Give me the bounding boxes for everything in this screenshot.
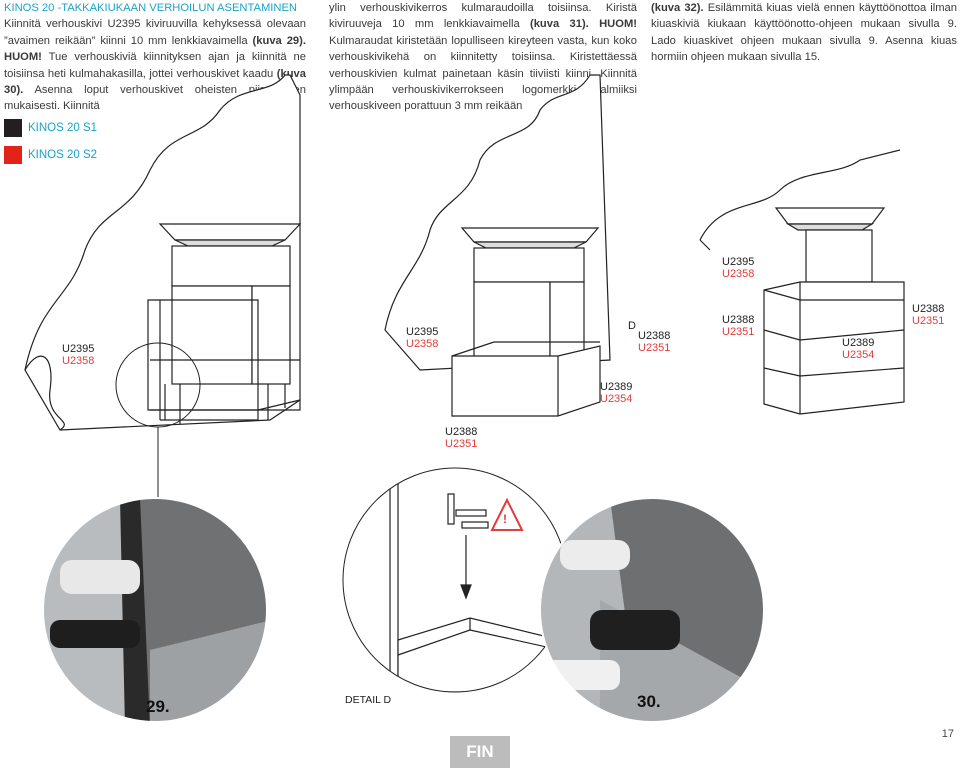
col1-text-b: Tue verhouskiviä kiinnityksen ajan ja ki… (4, 51, 306, 80)
legend-swatch-black (4, 119, 22, 137)
figure-3-stove-full-cladding (699, 149, 905, 415)
legend-item-s2: KINOS 20 S2 (4, 146, 97, 164)
col3-text: Esilämmitä kiuas vielä ennen käyttöönott… (651, 2, 957, 64)
ref-kuva-32: (kuva 32). (651, 2, 704, 14)
section-heading: KINOS 20 -TAKKAKIUKAAN VERHOILUN ASENTAM… (4, 2, 298, 14)
instruction-column-3: (kuva 32). Esilämmitä kiuas vielä ennen … (651, 0, 957, 66)
figure-2-stove-lower-cladding (384, 74, 611, 417)
language-badge: FIN (450, 736, 510, 768)
ref-kuva-31: (kuva 31). (529, 18, 589, 31)
fig2-code4-black: U2388 (445, 426, 478, 438)
fig3-code2-red: U2351 (722, 326, 755, 338)
fig2-code4-red: U2351 (445, 438, 478, 450)
warning-exclamation: ! (503, 512, 507, 526)
legend-label-s1: KINOS 20 S1 (28, 122, 98, 134)
photo-29-number: 29. (146, 697, 170, 716)
photo-30-border (539, 497, 765, 723)
fig2-part-label-2: U2388 U2351 (638, 330, 670, 354)
instruction-column-1: KINOS 20 -TAKKAKIUKAAN VERHOILUN ASENTAM… (4, 0, 306, 115)
photo-30-number: 30. (637, 692, 661, 711)
note-huom-2: HUOM! (599, 18, 637, 31)
ref-kuva-29: (kuva 29). (252, 34, 306, 47)
fig1-code-red: U2358 (62, 355, 95, 367)
corner-bracket-icon (447, 493, 489, 600)
fig3-code1-black: U2395 (722, 256, 755, 268)
legend-label-s2: KINOS 20 S2 (28, 149, 98, 161)
col2-text-a: ylin verhouskivikerros kulmaraudoilla to… (329, 2, 637, 31)
fig3-part-label-1: U2395 U2358 (722, 256, 754, 280)
fig3-part-label-4: U2388 U2351 (912, 303, 944, 327)
col2-text-b: Kulmaraudat kiristetään lopulliseen kire… (329, 34, 637, 113)
fig2-part-label-4: U2388 U2351 (445, 426, 477, 450)
figure-1-stove-frame (24, 74, 302, 431)
note-huom-1: HUOM! (4, 51, 42, 64)
fig2-code1-black: U2395 (406, 326, 439, 338)
fig2-part-label-3: U2389 U2354 (600, 381, 632, 405)
legend-swatch-red (4, 146, 22, 164)
fig2-detail-d-marker: D (628, 320, 636, 332)
warning-triangle-icon (490, 497, 524, 531)
fig3-part-label-3: U2389 U2354 (842, 337, 874, 361)
fig1-code-black: U2395 (62, 343, 95, 355)
fig2-part-label-1: U2395 U2358 (406, 326, 438, 350)
fig1-part-label: U2395 U2358 (62, 343, 94, 367)
col1-text-c: Asenna loput verhouskivet oheisten piiru… (4, 84, 306, 113)
fig3-part-label-2: U2388 U2351 (722, 314, 754, 338)
fig3-code4-black: U2388 (912, 303, 945, 315)
fig2-code1-red: U2358 (406, 338, 439, 350)
fig2-code2-black: U2388 (638, 330, 671, 342)
fig2-code3-black: U2389 (600, 381, 633, 393)
fig3-code1-red: U2358 (722, 268, 755, 280)
fig3-code3-black: U2389 (842, 337, 875, 349)
instruction-column-2: ylin verhouskivikerros kulmaraudoilla to… (329, 0, 637, 115)
fig2-d-letter: D (628, 320, 636, 332)
page-number: 17 (941, 728, 954, 740)
fig3-code4-red: U2351 (912, 315, 945, 327)
detail-d-circle (343, 468, 567, 692)
detail-d-caption: DETAIL D (345, 694, 392, 706)
fig2-code3-red: U2354 (600, 393, 633, 405)
col1-text-a: Kiinnitä verhouskivi U2395 kiviruuvilla … (4, 18, 306, 47)
photo-29-border (42, 497, 268, 723)
fig3-code2-black: U2388 (722, 314, 755, 326)
legend-item-s1: KINOS 20 S1 (4, 119, 97, 137)
fig2-code2-red: U2351 (638, 342, 671, 354)
fig3-code3-red: U2354 (842, 349, 875, 361)
